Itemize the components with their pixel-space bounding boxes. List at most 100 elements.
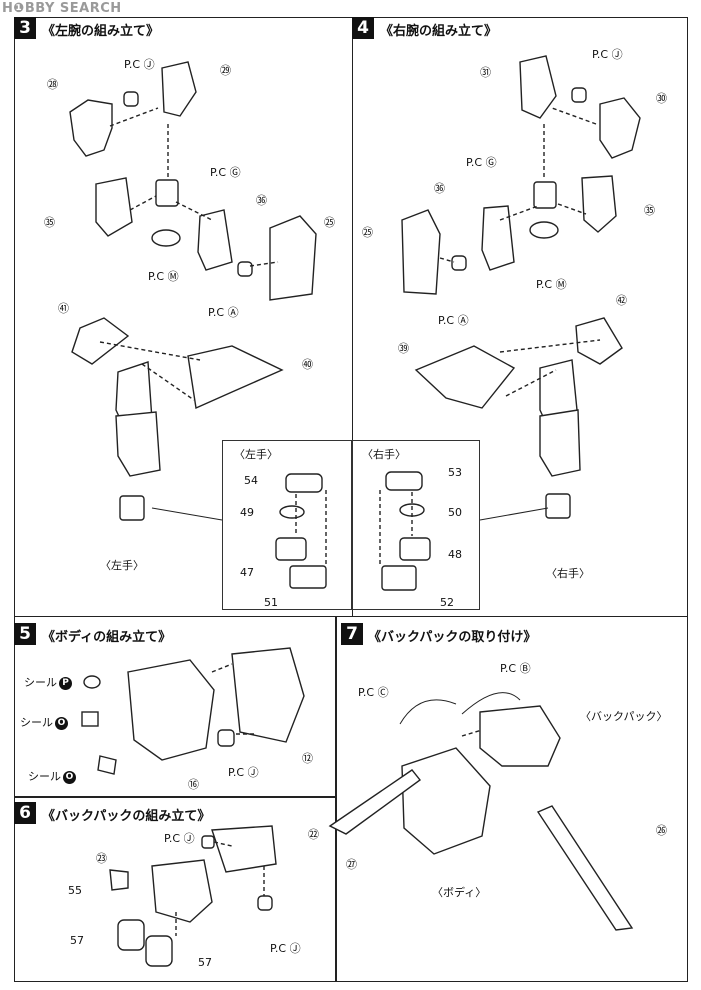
step-7-number: 7 [341,623,363,645]
part-26-label: ㉖ [656,824,667,837]
step-3-number: 3 [14,17,36,39]
part-57b-shape [145,935,173,967]
guide-line-24 [461,729,483,737]
part-50-label: 50 [448,506,462,519]
guide-line-7 [141,363,195,401]
seal-p-shape [83,675,101,689]
part-12-label: ⑫ [302,752,313,765]
pc-a-label-left: P.C Ⓐ [208,306,239,319]
guide-line-12 [439,257,455,263]
part-22-shape [211,825,277,873]
part-52-label: 52 [440,596,454,609]
step-6-number: 6 [14,802,36,824]
part-39-shape [414,345,516,409]
pc-j-label-right: P.C Ⓙ [592,48,623,61]
step-4-title: 《右腕の組み立て》 [380,24,498,39]
pc-a-joint-right [451,255,467,271]
part-35-shape [95,177,133,237]
part-35r-label: ㉟ [644,204,655,217]
guide-line-4 [129,195,157,211]
pc-g-joint-left [155,179,179,207]
pc-m-label-right: P.C Ⓜ [536,278,567,291]
part-28-shape [69,99,113,157]
guide-line-14 [505,369,557,397]
step-5-panel [14,617,336,797]
guide-line-21 [213,841,233,847]
pc-m-cap-right [529,221,559,239]
guide-line-1 [109,107,159,127]
assembled-body [401,747,491,855]
part-40-label: ㊵ [302,358,313,371]
connector-left-hand [151,507,223,521]
pc-m-label-left: P.C Ⓜ [148,270,179,283]
backpack-caption: 〈バックパック〉 [580,710,668,723]
left-hand-box-label: 〈左手〉 [234,448,278,461]
step-6-panel [14,797,336,982]
part-30-label: ㉚ [656,92,667,105]
part-47-label: 47 [240,566,254,579]
part-25r-shape [401,209,441,295]
part-48-label: 48 [448,548,462,561]
pc-j-label-pack-top: P.C Ⓙ [164,832,195,845]
part-36r-label: ㊱ [434,182,445,195]
left-hand-shape [119,495,145,521]
part-12-shape [231,647,305,743]
part-31-label: ㉛ [480,66,491,79]
pc-g-label-right: P.C Ⓖ [466,156,497,169]
pc-g-label-left: P.C Ⓖ [210,166,241,179]
pc-j-pack-top [201,835,215,849]
body-front-shape [127,659,215,761]
right-hand-shape [545,493,571,519]
part-40-shape [187,345,284,410]
backpack-shape [479,705,561,767]
part-53-label: 53 [448,466,462,479]
part-49-label: 49 [240,506,254,519]
part-41-label: ㊶ [58,302,69,315]
seal-o1-badge: O [55,716,68,730]
step-3-title: 《左腕の組み立て》 [42,24,160,39]
pc-g-joint-right [533,181,557,209]
part-16-label: ⑯ [188,778,199,791]
part-39-label: ㊴ [398,342,409,355]
part-57b-label: 57 [198,956,212,969]
guide-line-5 [249,261,279,267]
left-forearm [115,411,161,477]
step-4-number: 4 [352,17,374,39]
part-54-label: 54 [244,474,258,487]
part-30-shape [599,97,641,159]
part-23-shape [151,859,213,923]
watermark: H❶BBY SEARCH [2,1,122,16]
part-35-label: ㉟ [44,216,55,229]
part-36r-shape [481,205,515,271]
left-hand-caption: 〈左手〉 [100,559,144,572]
part-27-blade [328,769,422,835]
pc-c-label: P.C Ⓒ [358,686,389,699]
step-3-panel [14,17,352,617]
part-35r-shape [581,175,617,233]
part-27-label: ㉗ [346,858,357,871]
part-25-shape [269,215,317,301]
step-4-panel [352,17,688,617]
part-57a-label: 57 [70,934,84,947]
connector-right-hand [479,507,549,521]
part-51-label: 51 [264,596,278,609]
pc-j-label-pack-bottom: P.C Ⓙ [270,942,301,955]
part-25r-label: ㉕ [362,226,373,239]
part-55-label: 55 [68,884,82,897]
part-29-label: ㉙ [220,64,231,77]
part-42-label: ㊷ [616,294,627,307]
cable-b [461,692,521,715]
pc-m-cap-left [151,229,181,247]
step-6-title: 《バックパックの組み立て》 [42,809,211,824]
pc-j-label-left: P.C Ⓙ [124,58,155,71]
pc-j-label-body: P.C Ⓙ [228,766,259,779]
part-49-shape [279,505,305,519]
part-48-shape [399,537,431,561]
part-26-blade [536,805,634,931]
step-5-number: 5 [14,623,36,645]
guide-line-10 [557,203,587,215]
step-7-panel [336,617,688,982]
